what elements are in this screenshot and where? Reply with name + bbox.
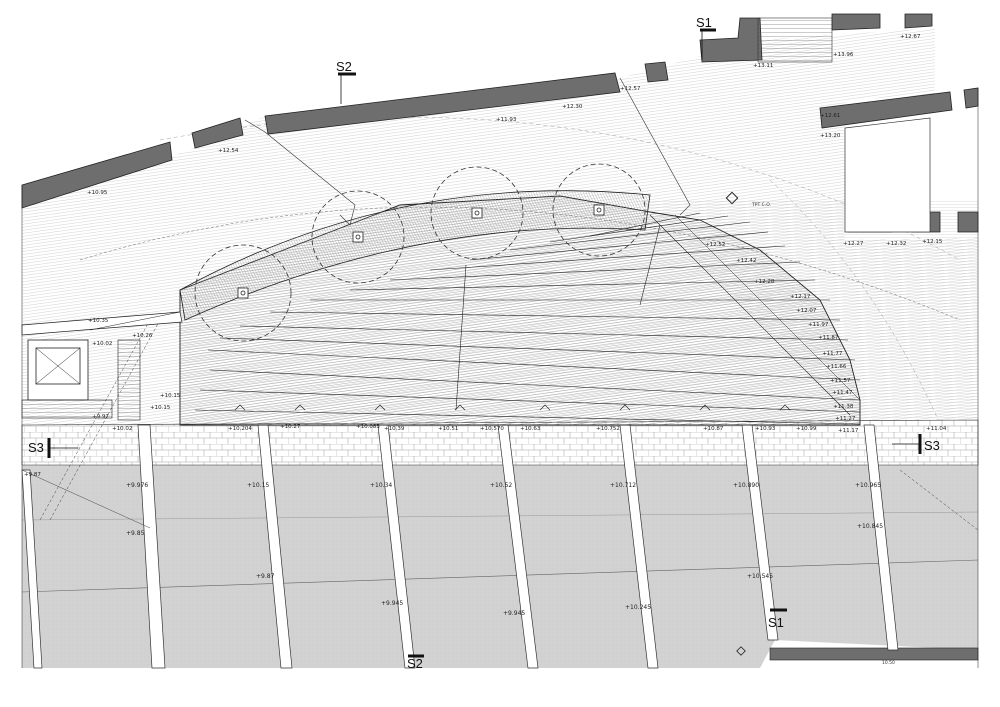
section-marker-s1-bottom: S1 <box>768 608 787 630</box>
section-label: S3 <box>28 440 44 455</box>
elevation-label: +11.87 <box>818 335 839 341</box>
elevation-label: +11.17 <box>838 428 859 434</box>
elevation-label: +10.845 <box>857 523 883 530</box>
tree-marker <box>352 231 364 243</box>
elevation-label: +13.11 <box>753 63 773 69</box>
elevation-label: +10.965 <box>855 482 881 489</box>
elevation-label: +12.54 <box>218 148 239 154</box>
tree-marker <box>471 207 483 219</box>
elevation-label: +10.93 <box>755 426 776 432</box>
elevation-label: +10.545 <box>747 573 773 580</box>
elevation-label: +10.63 <box>520 426 541 432</box>
section-label: S2 <box>407 656 423 671</box>
street-area <box>21 462 979 668</box>
section-marker-s2-top: S2 <box>336 59 356 104</box>
elevation-label: +10.35 <box>88 318 109 324</box>
elevation-label: +12.28 <box>754 279 775 285</box>
elevation-label: +10.34 <box>370 482 392 489</box>
elevation-label: +13.96 <box>833 52 854 58</box>
elevation-label: +10.204 <box>228 426 252 432</box>
elevation-label: +12.67 <box>900 34 921 40</box>
elevation-label: +11.93 <box>496 117 517 123</box>
elevation-label: +10.712 <box>610 482 636 489</box>
bottom-marker <box>736 646 746 656</box>
elevation-label: +11.04 <box>926 426 947 432</box>
elevation-label: +10.39 <box>384 426 405 432</box>
elevation-label: +11.47 <box>832 390 853 396</box>
tree-circle <box>194 244 292 342</box>
elevation-label: +12.30 <box>562 104 583 110</box>
elevation-label: +10.15 <box>247 482 269 489</box>
elevation-label: +10.02 <box>112 426 132 432</box>
right-building-outline <box>844 117 931 233</box>
elevation-label: +10.15 <box>160 393 181 399</box>
edge-elevations: +10.35 +10.26 +10.02 +10.15 +10.15 +10.2… <box>24 318 947 478</box>
tree-marker <box>237 287 249 299</box>
tree-marker <box>593 204 605 216</box>
section-label: S1 <box>768 615 784 630</box>
elevation-label: +10.890 <box>733 482 759 489</box>
elevation-label: +12.61 <box>820 113 840 119</box>
elevation-label: +10.15 <box>150 405 171 411</box>
elevation-label: +9.85 <box>126 530 145 537</box>
elevation-label: +10.752 <box>596 426 620 432</box>
dimension-label: 10.50 <box>882 660 895 666</box>
elevation-label: +10.570 <box>480 426 504 432</box>
tree-circle <box>430 166 524 260</box>
tree-markers <box>237 204 605 299</box>
tree-label: TPT C.O. <box>751 202 771 208</box>
elevation-label: +10.87 <box>703 426 724 432</box>
elevation-label: +10.95 <box>87 190 108 196</box>
elevation-label: +10.99 <box>796 426 817 432</box>
stepped-terraces <box>179 77 861 426</box>
elevation-label: +10.02 <box>92 341 112 347</box>
left-structure <box>21 311 183 421</box>
elevation-label: +12.52 <box>705 242 725 248</box>
left-diagonals <box>21 319 979 531</box>
step-elevations: +12.52 +12.42 +12.28 +12.17 +12.07 +11.9… <box>705 242 859 434</box>
elevation-label: +9.87 <box>24 472 41 478</box>
elevation-label: +10.26 <box>132 333 153 339</box>
tree-circles <box>194 163 646 342</box>
section-marker-s1-top: S1 <box>696 15 716 60</box>
elevation-label: +9.97 <box>92 414 109 420</box>
elevation-label: +12.32 <box>886 241 906 247</box>
elevation-label: +9.87 <box>256 573 275 580</box>
elevation-label: +11.57 <box>830 378 851 384</box>
elevation-label: +10.27 <box>280 424 301 430</box>
section-label: S2 <box>336 59 352 74</box>
elevation-label: +10.083 <box>356 424 380 430</box>
tree-circle <box>552 163 646 257</box>
elevation-label: +12.17 <box>790 294 811 300</box>
elevation-label: +10.51 <box>438 426 458 432</box>
section-marker-s3-left: S3 <box>28 438 78 458</box>
section-marker-s3-right: S3 <box>892 434 940 454</box>
elevation-label: +10.245 <box>625 604 651 611</box>
elevation-label: +9.976 <box>126 482 148 489</box>
elevation-label: +11.38 <box>833 404 854 410</box>
section-label: S3 <box>924 438 940 453</box>
elevation-label: +12.15 <box>922 239 943 245</box>
elevation-label: +11.97 <box>808 322 829 328</box>
street-elevations: +9.976 +10.15 +10.34 +10.52 +10.712 +10.… <box>126 482 883 617</box>
elevation-label: +10.52 <box>490 482 512 489</box>
street-dividers <box>21 424 899 669</box>
elevation-label: +9.945 <box>381 600 403 607</box>
elevation-label: +11.27 <box>835 416 856 422</box>
plaza-elevations: +12.67 +13.96 +13.11 +12.57 +12.30 +11.9… <box>87 34 943 247</box>
elevation-label: +12.07 <box>796 308 817 314</box>
tree-pot-marker <box>725 191 739 205</box>
elevation-label: +12.27 <box>843 241 864 247</box>
elevation-label: +11.66 <box>826 364 847 370</box>
upper-stairs <box>757 17 833 63</box>
section-label: S1 <box>696 15 712 30</box>
elevation-label: +12.57 <box>620 86 641 92</box>
elevation-label: +9.945 <box>503 610 525 617</box>
elevation-label: +11.77 <box>822 351 843 357</box>
section-marker-s2-bottom: S2 <box>407 654 424 671</box>
elevation-label: +13.20 <box>820 133 841 139</box>
elevation-label: +12.42 <box>736 258 756 264</box>
tree-circle <box>311 190 405 284</box>
